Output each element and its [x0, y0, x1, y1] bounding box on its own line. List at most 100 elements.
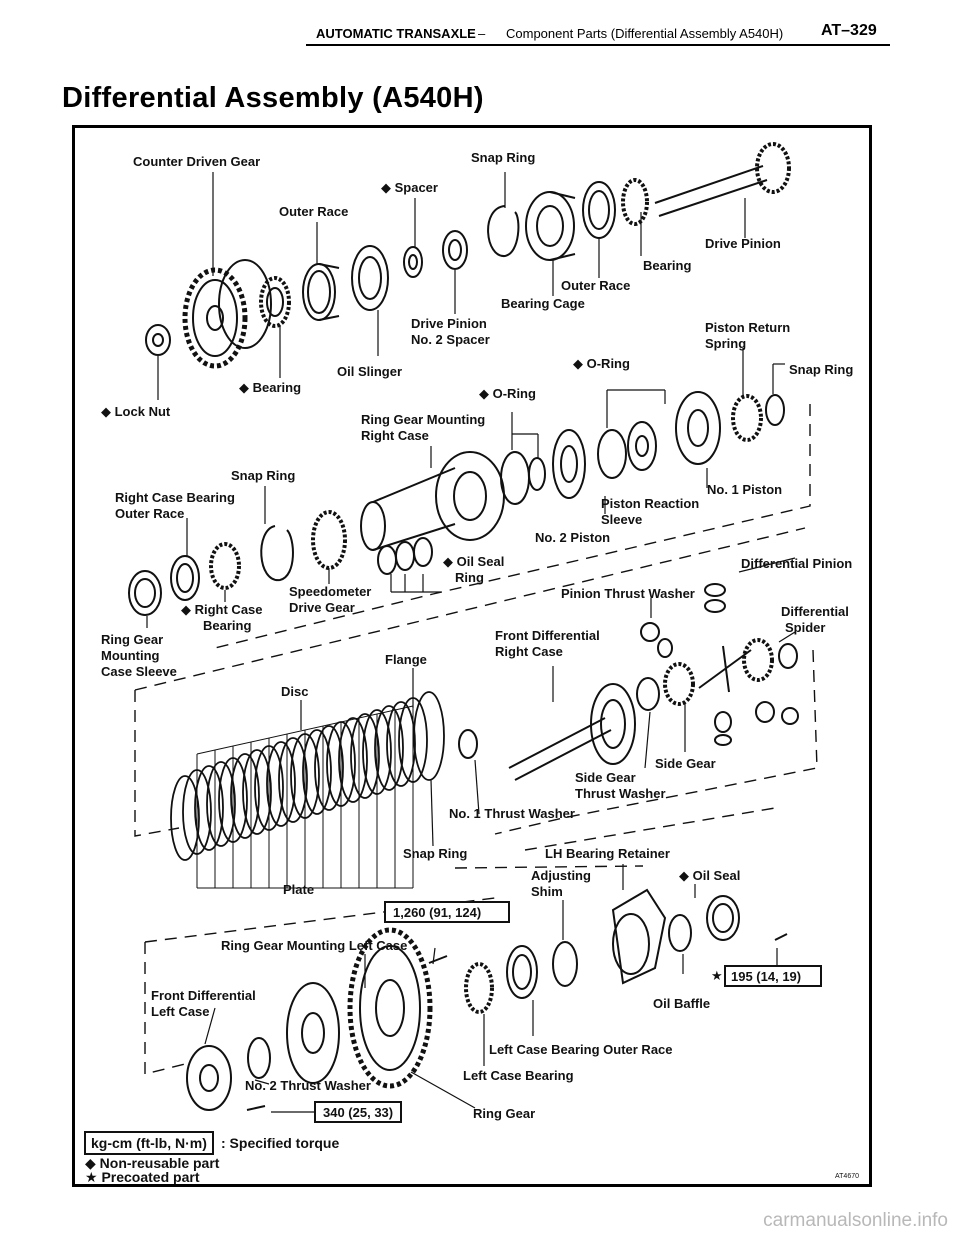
label-speedometer-1: Speedometer — [289, 584, 371, 599]
torque-value-2: 195 (14, 19) — [731, 969, 801, 984]
piston-return-spring-part — [731, 394, 763, 442]
label-lock-nut: ◆ Lock Nut — [101, 404, 171, 419]
label-oil-slinger: Oil Slinger — [337, 364, 402, 379]
label-front-diff-left-1: Front Differential — [151, 988, 256, 1003]
label-ring-gear-sleeve-3: Case Sleeve — [101, 664, 177, 679]
label-ring-gear-sleeve-1: Ring Gear — [101, 632, 163, 647]
leader-lines — [146, 172, 796, 1113]
ring-gear-mounting-left-case-part — [286, 982, 340, 1084]
label-ring-gear-right-2: Right Case — [361, 428, 429, 443]
outer-race-part — [302, 263, 340, 321]
figure-code: AT4670 — [835, 1173, 859, 1180]
label-oil-baffle: Oil Baffle — [653, 996, 710, 1011]
label-o-ring-1: ◆ O-Ring — [573, 356, 630, 371]
left-case-bearing-part — [464, 962, 494, 1014]
label-outer-race-2: Outer Race — [561, 278, 630, 293]
lh-bearing-retainer-part — [611, 888, 667, 985]
bearing-part — [259, 276, 291, 328]
label-snap-ring-clutch: Snap Ring — [403, 846, 467, 861]
label-side-gear-thrust-1: Side Gear — [575, 770, 636, 785]
label-piston-reaction-2: Sleeve — [601, 512, 642, 527]
assembly-path-lines — [134, 404, 818, 1075]
bolts-part — [246, 933, 788, 1111]
label-left-case-bearing: Left Case Bearing — [463, 1068, 574, 1083]
legend-unit-desc: : Specified torque — [221, 1135, 339, 1151]
no2-thrust-washer-part — [247, 1037, 271, 1079]
label-piston-return-2: Spring — [705, 336, 746, 351]
label-drive-pinion: Drive Pinion — [705, 236, 781, 251]
label-no2-thrust-washer: No. 2 Thrust Washer — [245, 1078, 371, 1093]
drive-pinion-spacer-part — [442, 230, 468, 270]
ring-gear-mounting-case-sleeve-part — [128, 570, 162, 616]
snap-ring-mid-part — [260, 525, 294, 582]
label-ring-gear-left: Ring Gear Mounting Left Case — [221, 938, 407, 953]
label-adjusting-shim-2: Shim — [531, 884, 563, 899]
right-case-bearing-outer-race-part — [170, 555, 200, 601]
part-labels: Counter Driven Gear Snap Ring ◆ Spacer O… — [101, 150, 853, 1121]
watermark: carmanualsonline.info — [763, 1210, 948, 1231]
legend-unit-box: kg-cm (ft-lb, N·m) — [91, 1135, 207, 1151]
label-piston-return-1: Piston Return — [705, 320, 790, 335]
o-rings-part — [500, 451, 546, 505]
ring-gear-part — [347, 927, 433, 1089]
label-snap-ring-mid: Snap Ring — [231, 468, 295, 483]
bearing-cage-part — [525, 191, 576, 261]
label-snap-ring-piston: Snap Ring — [789, 362, 853, 377]
torque-value-1: 1,260 (91, 124) — [393, 905, 481, 920]
torque-box-2: ★ 195 (14, 19) — [711, 965, 822, 987]
label-lh-bearing-retainer: LH Bearing Retainer — [545, 846, 670, 861]
side-gear-part — [636, 662, 695, 711]
label-spacer: ◆ Spacer — [381, 180, 438, 195]
precoated-star: ★ — [711, 968, 723, 983]
exploded-view-diagram: 1,260 (91, 124) ★ 195 (14, 19) 340 (25, … — [84, 142, 859, 1184]
label-outer-race: Outer Race — [279, 204, 348, 219]
label-piston-reaction-1: Piston Reaction — [601, 496, 699, 511]
label-side-gear: Side Gear — [655, 756, 716, 771]
counter-driven-gear-part — [182, 259, 272, 369]
label-speedometer-2: Drive Gear — [289, 600, 355, 615]
label-ring-gear-sleeve-2: Mounting — [101, 648, 160, 663]
lock-nut-part — [145, 324, 171, 356]
oil-baffle-part — [668, 914, 692, 952]
oil-seal-rings-part — [377, 537, 433, 575]
torque-box-3: 340 (25, 33) — [314, 1101, 402, 1123]
piston-reaction-sleeve-part — [597, 421, 657, 479]
label-right-case-bearing-2: Bearing — [203, 618, 251, 633]
drive-pinion-part — [654, 142, 791, 217]
label-rc-bearing-outer-2: Outer Race — [115, 506, 184, 521]
label-bearing: Bearing — [643, 258, 691, 273]
front-differential-left-case-part — [186, 1045, 232, 1111]
no2-piston-part — [552, 429, 586, 499]
label-bearing-nr: ◆ Bearing — [239, 380, 301, 395]
label-drive-pinion-spacer-2: No. 2 Spacer — [411, 332, 490, 347]
label-snap-ring-top: Snap Ring — [471, 150, 535, 165]
diagram-frame: 1,260 (91, 124) ★ 195 (14, 19) 340 (25, … — [72, 125, 872, 1187]
header-dash: – — [478, 26, 486, 41]
label-differential-pinion: Differential Pinion — [741, 556, 852, 571]
right-case-bearing-part — [209, 542, 241, 590]
label-counter-driven-gear: Counter Driven Gear — [133, 154, 260, 169]
label-no1-thrust-washer: No. 1 Thrust Washer — [449, 806, 575, 821]
bearing-upper-part — [621, 178, 649, 226]
label-pinion-thrust-washer: Pinion Thrust Washer — [561, 586, 695, 601]
label-adjusting-shim-1: Adjusting — [531, 868, 591, 883]
label-ring-gear-right-1: Ring Gear Mounting — [361, 412, 485, 427]
outer-race-upper-part — [582, 181, 616, 239]
label-disc: Disc — [281, 684, 308, 699]
page-title: Differential Assembly (A540H) — [62, 82, 484, 114]
no1-piston-part — [675, 391, 721, 465]
label-left-case-bearing-outer: Left Case Bearing Outer Race — [489, 1042, 673, 1057]
front-differential-right-case-part — [508, 683, 636, 781]
label-front-diff-right-2: Right Case — [495, 644, 563, 659]
label-oil-seal: ◆ Oil Seal — [679, 868, 740, 883]
label-oil-seal-ring-2: Ring — [455, 570, 484, 585]
label-bearing-cage: Bearing Cage — [501, 296, 585, 311]
legend-precoated: ★ Precoated part — [85, 1169, 200, 1184]
label-o-ring-2: ◆ O-Ring — [479, 386, 536, 401]
label-oil-seal-ring-1: ◆ Oil Seal — [443, 554, 504, 569]
label-ring-gear: Ring Gear — [473, 1106, 535, 1121]
label-no1-piston: No. 1 Piston — [707, 482, 782, 497]
label-flange: Flange — [385, 652, 427, 667]
label-no2-piston: No. 2 Piston — [535, 530, 610, 545]
snap-ring-piston-part — [765, 394, 785, 426]
